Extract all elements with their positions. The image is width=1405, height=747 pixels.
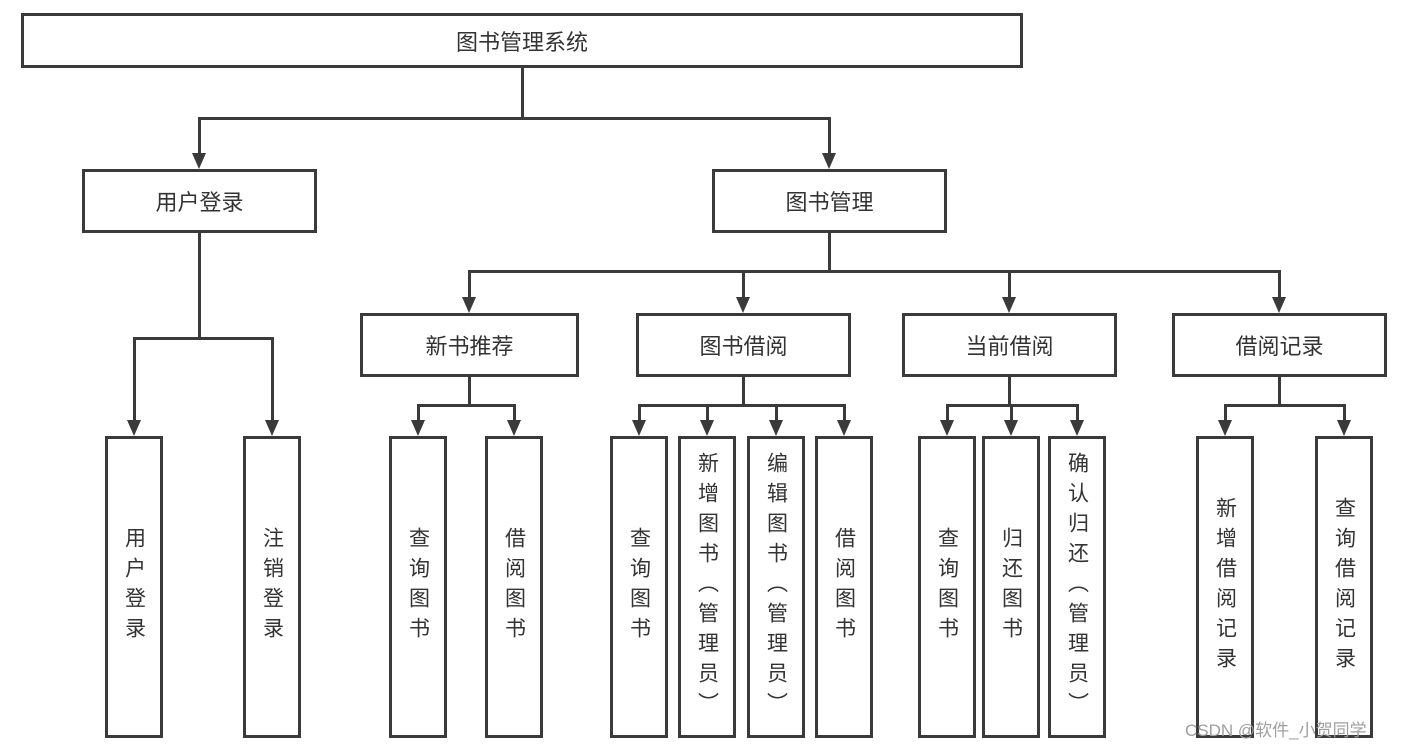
leaf-query-books-borrow: 查询图书 bbox=[610, 436, 668, 738]
arrow-down-icon bbox=[462, 297, 476, 313]
arrow-down-icon bbox=[940, 420, 954, 436]
node-current-borrow: 当前借阅 bbox=[902, 313, 1117, 377]
node-label: 用户登录 bbox=[122, 527, 146, 647]
node-label: 新增图书（管理员） bbox=[695, 452, 719, 722]
leaf-query-books-recommend: 查询图书 bbox=[389, 436, 447, 738]
arrow-down-icon bbox=[837, 420, 851, 436]
node-label: 查询借阅记录 bbox=[1332, 497, 1356, 677]
connector-line-horizontal bbox=[417, 404, 515, 407]
leaf-confirm-return-admin: 确认归还（管理员） bbox=[1048, 436, 1106, 738]
node-label: 借阅图书 bbox=[832, 527, 856, 647]
connector-line-vertical bbox=[468, 377, 471, 407]
leaf-borrow-books: 借阅图书 bbox=[815, 436, 873, 738]
arrow-stem bbox=[828, 117, 831, 155]
arrow-stem bbox=[638, 404, 641, 422]
arrow-down-icon bbox=[507, 420, 521, 436]
leaf-query-borrow-record: 查询借阅记录 bbox=[1315, 436, 1373, 738]
arrow-stem bbox=[198, 117, 201, 155]
node-user-login: 用户登录 bbox=[82, 169, 317, 233]
csdn-watermark: CSDN @软件_小贺同学 bbox=[1185, 721, 1367, 740]
connector-line-horizontal bbox=[133, 337, 273, 340]
node-label: 注销登录 bbox=[260, 527, 284, 647]
connector-line-horizontal bbox=[1224, 404, 1345, 407]
node-label: 查询图书 bbox=[935, 527, 959, 647]
arrow-down-icon bbox=[632, 420, 646, 436]
arrow-stem bbox=[843, 404, 846, 422]
arrow-down-icon bbox=[769, 420, 783, 436]
node-label: 借阅记录 bbox=[1235, 334, 1324, 359]
arrow-down-icon bbox=[127, 420, 141, 436]
arrow-stem bbox=[513, 404, 516, 422]
arrow-down-icon bbox=[1004, 420, 1018, 436]
node-label: 归还图书 bbox=[999, 527, 1023, 647]
connector-line-horizontal bbox=[638, 404, 845, 407]
node-book-borrow: 图书借阅 bbox=[636, 313, 851, 377]
connector-line-vertical bbox=[742, 377, 745, 407]
leaf-query-books-current: 查询图书 bbox=[918, 436, 976, 738]
node-new-book-recommend: 新书推荐 bbox=[360, 313, 579, 377]
arrow-down-icon bbox=[822, 153, 836, 169]
arrow-stem bbox=[742, 270, 745, 299]
connector-line-horizontal bbox=[468, 270, 1280, 273]
connector-line-vertical bbox=[198, 233, 201, 340]
node-label: 图书借阅 bbox=[699, 334, 788, 359]
arrow-down-icon bbox=[1002, 297, 1016, 313]
leaf-add-borrow-record: 新增借阅记录 bbox=[1196, 436, 1254, 738]
arrow-down-icon bbox=[265, 420, 279, 436]
node-borrow-records: 借阅记录 bbox=[1172, 313, 1387, 377]
arrow-down-icon bbox=[1337, 420, 1351, 436]
arrow-stem bbox=[133, 337, 136, 422]
connector-line-horizontal bbox=[946, 404, 1078, 407]
leaf-edit-books-admin: 编辑图书（管理员） bbox=[747, 436, 805, 738]
node-book-management: 图书管理 bbox=[712, 169, 947, 233]
node-label: 查询图书 bbox=[627, 527, 651, 647]
connector-line-vertical bbox=[1278, 377, 1281, 407]
arrow-down-icon bbox=[1070, 420, 1084, 436]
arrow-stem bbox=[468, 270, 471, 299]
arrow-stem bbox=[775, 404, 778, 422]
arrow-stem bbox=[271, 337, 274, 422]
node-label: 确认归还（管理员） bbox=[1065, 452, 1089, 722]
node-label: 查询图书 bbox=[406, 527, 430, 647]
arrow-stem bbox=[1076, 404, 1079, 422]
node-root: 图书管理系统 bbox=[21, 13, 1023, 68]
node-label: 编辑图书（管理员） bbox=[764, 452, 788, 722]
node-label: 用户登录 bbox=[155, 190, 244, 215]
leaf-return-books: 归还图书 bbox=[982, 436, 1040, 738]
arrow-down-icon bbox=[700, 420, 714, 436]
arrow-down-icon bbox=[1218, 420, 1232, 436]
node-label: 当前借阅 bbox=[965, 334, 1054, 359]
node-label: 图书管理系统 bbox=[455, 29, 588, 55]
arrow-down-icon bbox=[192, 153, 206, 169]
connector-line-vertical bbox=[828, 233, 831, 273]
arrow-stem bbox=[1224, 404, 1227, 422]
node-label: 新增借阅记录 bbox=[1213, 497, 1237, 677]
arrow-stem bbox=[417, 404, 420, 422]
leaf-user-login: 用户登录 bbox=[105, 436, 163, 738]
connector-line-vertical bbox=[521, 68, 524, 120]
arrow-stem bbox=[946, 404, 949, 422]
arrow-down-icon bbox=[411, 420, 425, 436]
node-label: 图书管理 bbox=[785, 190, 874, 215]
arrow-stem bbox=[1008, 270, 1011, 299]
leaf-borrow-books-recommend: 借阅图书 bbox=[485, 436, 543, 738]
node-label: 借阅图书 bbox=[502, 527, 526, 647]
arrow-down-icon bbox=[1272, 297, 1286, 313]
connector-line-horizontal bbox=[198, 117, 830, 120]
leaf-add-books-admin: 新增图书（管理员） bbox=[678, 436, 736, 738]
arrow-stem bbox=[706, 404, 709, 422]
connector-line-vertical bbox=[1008, 377, 1011, 407]
node-label: 新书推荐 bbox=[425, 334, 514, 359]
arrow-down-icon bbox=[736, 297, 750, 313]
arrow-stem bbox=[1010, 404, 1013, 422]
arrow-stem bbox=[1278, 270, 1281, 299]
leaf-logout: 注销登录 bbox=[243, 436, 301, 738]
arrow-stem bbox=[1343, 404, 1346, 422]
